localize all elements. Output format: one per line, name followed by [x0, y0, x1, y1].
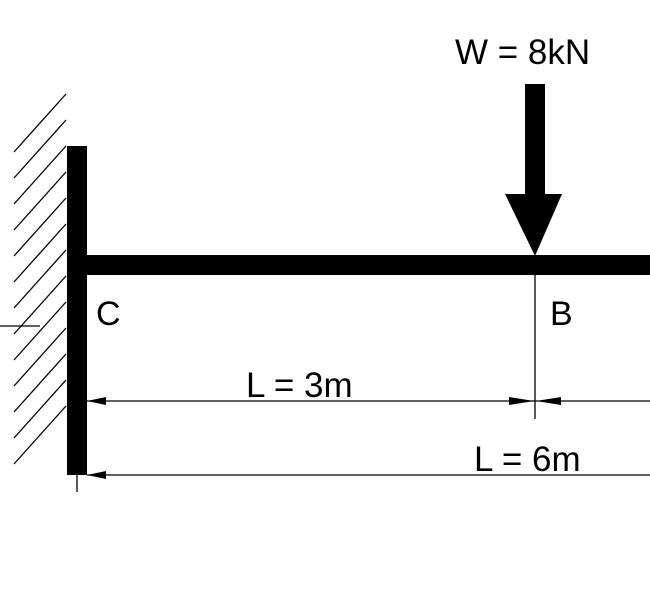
fixed-support-wall: [0, 93, 87, 475]
point-label-c: C: [96, 295, 121, 333]
dimension-3m-arrow-right: [509, 397, 534, 405]
dimension-3m-label: L = 3m: [246, 366, 353, 405]
wall-face: [67, 146, 87, 475]
hatch-line: [13, 275, 67, 335]
dimension-3m-arrow-left: [87, 397, 106, 405]
hatch-line: [13, 171, 67, 231]
hatch-line: [13, 327, 67, 387]
hatch-line: [13, 379, 67, 439]
dimension-6m-arrow-left: [87, 471, 106, 479]
hatch-line: [13, 405, 67, 465]
load-arrow-shaft: [525, 84, 545, 196]
hatch-line: [13, 145, 67, 205]
point-label-b: B: [550, 295, 573, 333]
hatch-line: [13, 301, 67, 361]
load-arrow: [505, 84, 562, 256]
hatch-line: [13, 119, 67, 179]
dimension-3m: [87, 397, 650, 405]
load-label: W = 8kN: [455, 33, 590, 72]
hatch-line: [13, 223, 67, 283]
wall-hatching: [13, 93, 67, 465]
dimension-3m-arrow-outer: [536, 397, 561, 405]
hatch-line: [13, 197, 67, 257]
hatch-line: [13, 353, 67, 413]
dimension-6m-label: L = 6m: [474, 440, 581, 479]
load-arrow-head: [505, 194, 562, 256]
beam: [86, 255, 650, 275]
hatch-line: [13, 93, 67, 153]
dimension-6m: [87, 471, 650, 479]
hatch-line: [13, 249, 67, 309]
